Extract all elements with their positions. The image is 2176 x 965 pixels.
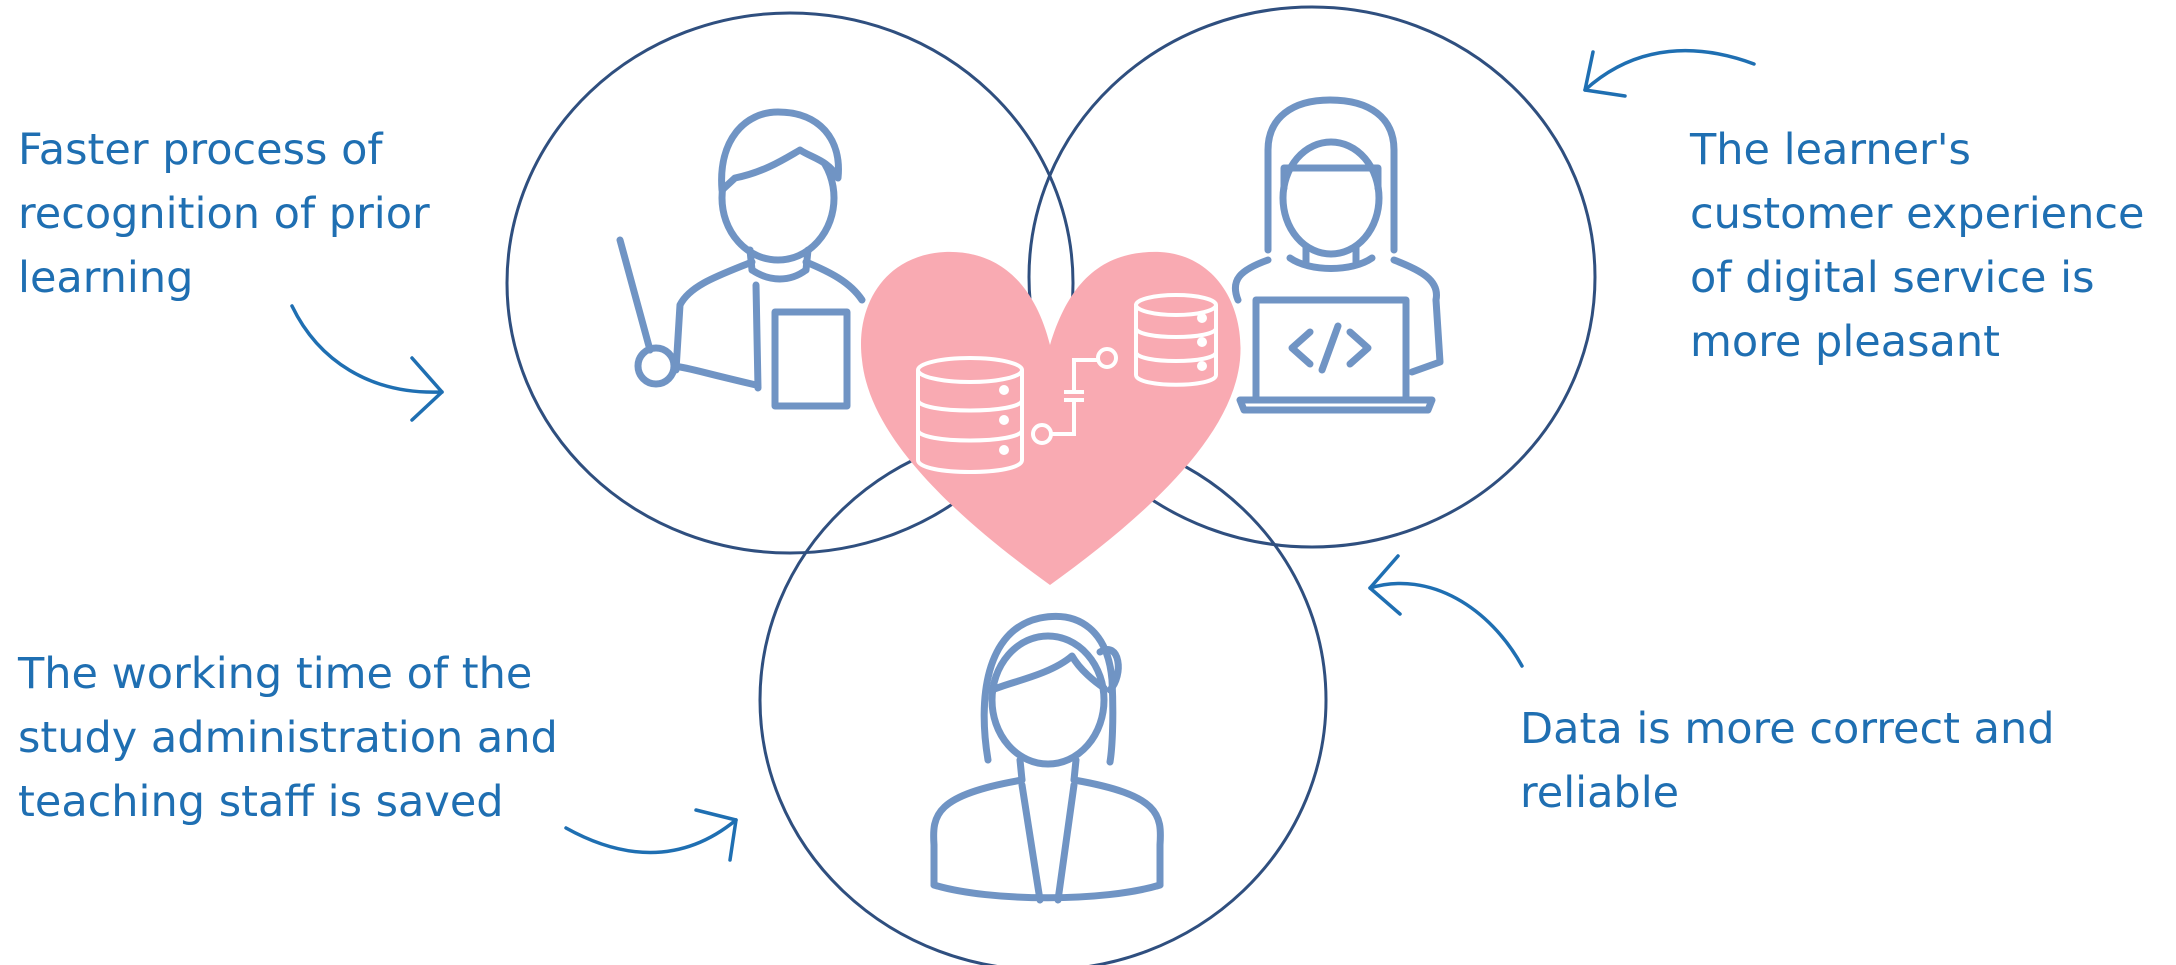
caption-line: Data is more correct and bbox=[1520, 704, 2055, 754]
learner-laptop-icon bbox=[1231, 96, 1444, 414]
database-right bbox=[1134, 293, 1218, 387]
teacher-icon bbox=[616, 108, 866, 410]
caption-faster-recognition: Faster process of recognition of prior l… bbox=[18, 118, 430, 310]
caption-data-reliable: Data is more correct and reliable bbox=[1520, 697, 2055, 825]
code-icon bbox=[1288, 322, 1372, 374]
caption-line: of digital service is bbox=[1690, 253, 2095, 303]
caption-line: The learner's bbox=[1690, 125, 1971, 175]
arrow-icon-bottom-left bbox=[564, 808, 738, 862]
caption-line: The working time of the bbox=[18, 649, 533, 699]
database-icon bbox=[916, 293, 1218, 474]
caption-line: recognition of prior bbox=[18, 189, 430, 239]
arrows bbox=[290, 48, 1756, 862]
circle-teacher bbox=[505, 11, 1075, 555]
database-left bbox=[916, 356, 1024, 474]
circle-learner bbox=[1027, 5, 1597, 549]
caption-line: study administration and bbox=[18, 713, 558, 763]
caption-line: reliable bbox=[1520, 768, 1680, 818]
caption-line: learning bbox=[18, 253, 194, 303]
caption-learner-experience: The learner's customer experience of dig… bbox=[1690, 118, 2144, 374]
arrow-icon-bottom-right bbox=[1368, 554, 1524, 668]
caption-line: customer experience bbox=[1690, 189, 2145, 239]
caption-line: more pleasant bbox=[1690, 317, 2000, 367]
arrow-icon-top-left bbox=[290, 304, 444, 422]
connector bbox=[1031, 347, 1118, 445]
arrow-icon-top-right bbox=[1583, 48, 1756, 98]
caption-line: Faster process of bbox=[18, 125, 383, 175]
caption-line: teaching staff is saved bbox=[18, 777, 504, 827]
administrator-icon bbox=[930, 612, 1164, 904]
caption-working-time-saved: The working time of the study administra… bbox=[18, 642, 558, 834]
